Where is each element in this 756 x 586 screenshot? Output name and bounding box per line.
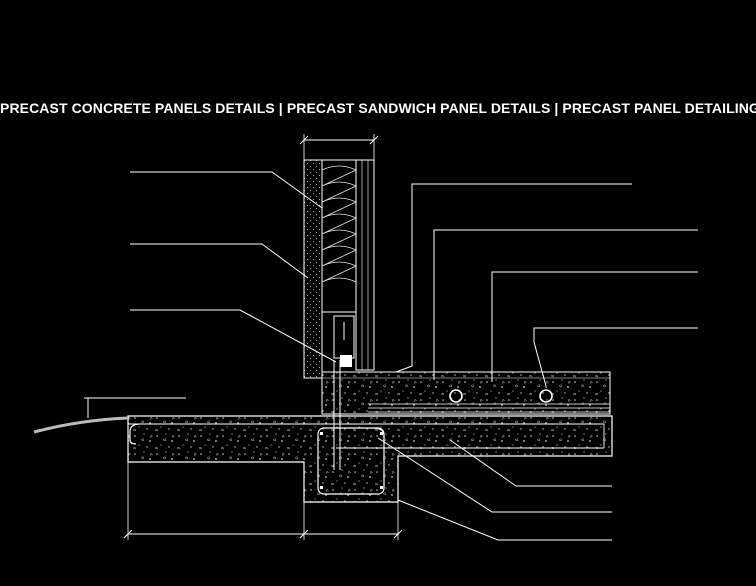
drawing-title: PRECAST CONCRETE PANELS DETAILS | PRECAS… [0, 100, 756, 116]
bearing-plate [340, 355, 352, 367]
pipe-section [449, 389, 463, 403]
topping-slab [321, 371, 611, 415]
rebar-top [128, 423, 605, 448]
footing-slab [127, 415, 613, 503]
stirrup-cage [317, 427, 385, 495]
foundation [123, 360, 613, 540]
leader-lines [84, 171, 698, 541]
floor-slab [321, 371, 611, 415]
inner-wythe [355, 159, 375, 371]
sandwich-panel [299, 134, 379, 379]
outer-wythe [303, 159, 323, 379]
pipe-section [539, 389, 553, 403]
ground-line [33, 416, 129, 434]
insulation-hatch [321, 165, 357, 283]
